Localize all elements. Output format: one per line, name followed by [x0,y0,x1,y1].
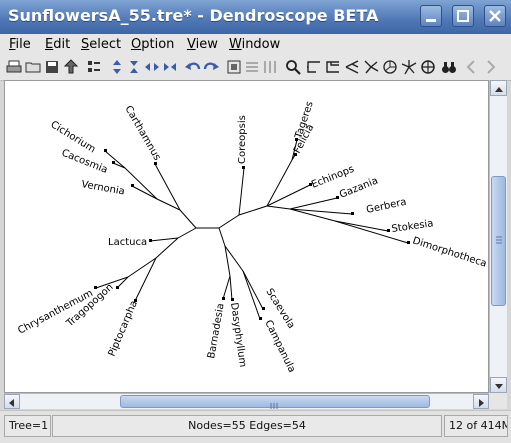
leaf-labels: Tageres Felicia Coreopsis Carthamnus Cic… [16,100,488,374]
window-title: SunflowersA_55.tre* - Dendroscope BETA [8,6,379,25]
next-icon[interactable] [483,59,499,75]
scroll-up-button[interactable] [490,80,507,96]
leaf-label[interactable]: Dasyphyllum [228,302,248,368]
scroll-corner [489,393,507,409]
vertical-scrollbar[interactable] [489,80,507,393]
menu-edit[interactable]: Edit [45,37,71,52]
menu-file[interactable]: File [9,37,31,52]
scroll-down-button[interactable] [490,377,507,393]
leaf-label[interactable]: Cichorium [48,119,97,155]
maximize-button[interactable] [452,5,474,27]
menu-option[interactable]: Option [131,37,175,52]
minimize-button[interactable] [420,5,442,27]
expand-vertical-icon[interactable] [109,59,125,75]
leaf-label[interactable]: Barnadesia [206,302,227,359]
close-icon [489,10,501,22]
leaf-label[interactable]: Stokesia [391,218,434,235]
binoculars-icon[interactable] [441,59,457,75]
leaf-nodes [94,138,410,320]
arrow-right-icon [479,399,484,407]
title-bar: SunflowersA_55.tre* - Dendroscope BETA [0,0,511,34]
scroll-left-button[interactable] [4,394,20,409]
leaf-label[interactable]: Lactuca [108,237,147,248]
minimize-icon [426,19,436,22]
maximize-icon [457,10,469,22]
scroll-right-button[interactable] [473,394,489,409]
horizontal-scroll-thumb[interactable] [120,395,430,409]
fully-contract-icon[interactable] [244,59,260,75]
contract-vertical-icon[interactable] [126,59,142,75]
contract-horizontal-icon[interactable] [162,59,178,75]
menu-window[interactable]: Window [229,37,281,52]
tree-drawing[interactable]: Tageres Felicia Coreopsis Carthamnus Cic… [5,81,488,392]
leaf-label[interactable]: Gerbera [365,197,407,216]
vertical-scroll-thumb[interactable] [491,176,506,306]
expand-horizontal-icon[interactable] [144,59,160,75]
close-button[interactable] [484,5,506,27]
menu-view[interactable]: View [187,37,218,52]
nodes-edges-status: Nodes=55 Edges=54 [52,415,442,437]
tree-canvas[interactable]: Tageres Felicia Coreopsis Carthamnus Cic… [4,80,489,393]
grip-icon [270,403,278,409]
redo-icon[interactable] [203,59,219,75]
rectangular-cladogram-icon[interactable] [325,59,341,75]
arrow-up-icon [495,87,503,92]
status-bar: Tree=1 Nodes=55 Edges=54 12 of 414M [0,410,511,443]
menu-bar: File Edit Select Option View Window [0,34,511,56]
circular-cladogram-icon[interactable] [382,59,398,75]
leaf-label[interactable]: Vernonia [80,179,125,197]
leaf-label[interactable]: Gazania [338,175,380,200]
toolbar [0,56,511,81]
export-icon[interactable] [63,59,79,75]
leaf-label[interactable]: Piptocarpha [107,299,140,358]
find-icon[interactable] [285,59,301,75]
tree-index-status: Tree=1 [4,415,51,437]
zoom-to-fit-icon[interactable] [226,59,242,75]
print-icon[interactable] [6,59,22,75]
save-icon[interactable] [44,59,60,75]
leaf-label[interactable]: Carthamnus [122,104,162,163]
previous-icon[interactable] [463,59,479,75]
radial-phylogram-icon[interactable] [401,59,417,75]
open-icon[interactable] [25,59,41,75]
leaf-label[interactable]: Cacosmia [60,148,109,176]
leaf-label[interactable]: Coreopsis [237,115,248,164]
slanted-cladogram-icon[interactable] [344,59,360,75]
menu-select[interactable]: Select [81,37,122,52]
undo-icon[interactable] [185,59,201,75]
memory-status: 12 of 414M [444,415,508,437]
tree-edges [95,139,409,320]
rectangular-phylogram-icon[interactable] [306,59,322,75]
arrow-down-icon [495,384,503,389]
grip-icon [496,236,502,244]
circular-phylogram-icon[interactable] [363,59,379,75]
radial-cladogram-icon[interactable] [420,59,436,75]
format-icon[interactable] [86,59,102,75]
arrow-left-icon [9,399,14,407]
leaf-label[interactable]: Dimorphotheca [411,235,488,269]
fully-expand-icon[interactable] [262,59,278,75]
horizontal-scrollbar[interactable] [4,393,489,409]
